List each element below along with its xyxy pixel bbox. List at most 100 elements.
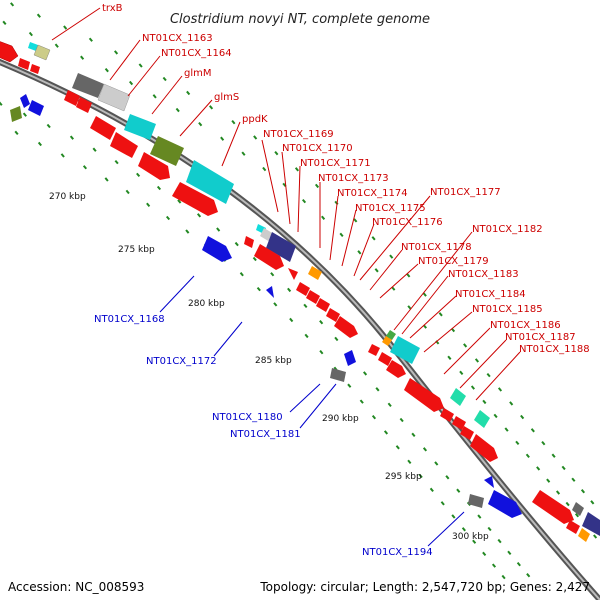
gene-label-nt01cx-1164[interactable]: NT01CX_1164 [161,48,232,59]
gene-khaki[interactable] [33,44,51,61]
forward-strand-genes [0,40,600,542]
gene-red[interactable] [138,152,170,180]
label-leaders [51,7,521,547]
gene-red[interactable] [460,426,474,440]
gene-red[interactable] [254,244,284,270]
track-dot [186,90,191,96]
gene-red[interactable] [244,236,254,248]
gene-cyan[interactable] [390,336,420,364]
track-dot [445,475,450,480]
gene-red[interactable] [378,352,392,366]
gene-aquamarine[interactable] [450,388,466,406]
track-dot [319,349,324,355]
gene-label-nt01cx-1175[interactable]: NT01CX_1175 [355,203,426,214]
gene-label-nt01cx-1172[interactable]: NT01CX_1172 [146,356,217,367]
gene-blue[interactable] [20,94,30,108]
gene-red[interactable] [334,316,358,338]
gene-red[interactable] [296,282,310,296]
track-dot [146,202,151,207]
gene-label-nt01cx-1171[interactable]: NT01CX_1171 [300,158,371,169]
gene-label-nt01cx-1187[interactable]: NT01CX_1187 [505,332,576,343]
gene-red[interactable] [452,416,466,430]
gene-blue[interactable] [488,490,522,518]
gene-blue[interactable] [202,236,232,262]
gene-green[interactable] [386,330,396,340]
track-dot [241,151,246,156]
gene-darkgray[interactable] [468,494,484,508]
gene-red[interactable] [306,290,320,304]
gene-label-nt01cx-1174[interactable]: NT01CX_1174 [337,188,408,199]
track-dot [63,25,68,30]
gene-cyan[interactable] [186,160,234,204]
gene-label-nt01cx-1183[interactable]: NT01CX_1183 [448,269,519,280]
gene-blue[interactable] [484,476,494,488]
gene-label-nt01cx-1188[interactable]: NT01CX_1188 [519,344,590,355]
track-dot [0,101,3,106]
gene-label-nt01cx-1181[interactable]: NT01CX_1181 [230,429,301,440]
gene-label-trxb[interactable]: trxB [102,3,123,14]
gene-red[interactable] [172,182,218,216]
gene-label-nt01cx-1185[interactable]: NT01CX_1185 [472,304,543,315]
gene-label-nt01cx-1173[interactable]: NT01CX_1173 [318,173,389,184]
gene-navy[interactable] [266,232,296,262]
gene-darkgray[interactable] [330,368,346,382]
gene-label-glmm[interactable]: glmM [184,68,212,79]
gene-label-nt01cx-1178[interactable]: NT01CX_1178 [401,242,472,253]
gene-label-nt01cx-1179[interactable]: NT01CX_1179 [418,256,489,267]
gene-silver[interactable] [97,83,131,112]
gene-orange[interactable] [308,266,322,280]
gene-darkgray[interactable] [72,73,104,98]
gene-label-nt01cx-1176[interactable]: NT01CX_1176 [372,217,443,228]
gene-label-nt01cx-1177[interactable]: NT01CX_1177 [430,187,501,198]
gene-label-glms[interactable]: glmS [214,92,239,103]
gene-red[interactable] [110,132,138,158]
gene-label-ppdk[interactable]: ppdK [242,114,268,125]
track-dot [459,370,464,376]
gene-label-nt01cx-1163[interactable]: NT01CX_1163 [142,33,213,44]
gene-olive[interactable] [10,106,22,122]
gene-red[interactable] [440,408,454,422]
gene-label-nt01cx-1182[interactable]: NT01CX_1182 [472,224,543,235]
gene-blue[interactable] [266,286,274,298]
gene-label-nt01cx-1194[interactable]: NT01CX_1194 [362,547,433,558]
gene-aquamarine[interactable] [474,410,490,428]
gene-red[interactable] [470,434,498,462]
gene-red[interactable] [316,298,330,312]
gene-blue[interactable] [344,350,356,366]
track-dot [239,272,244,277]
track-dot [482,399,487,405]
gene-red[interactable] [288,268,298,280]
track-dot [530,428,535,433]
gene-orange[interactable] [382,336,392,346]
gene-red[interactable] [18,58,30,70]
gene-label-nt01cx-1170[interactable]: NT01CX_1170 [282,143,353,154]
gene-cyan[interactable] [28,42,38,51]
gene-label-nt01cx-1184[interactable]: NT01CX_1184 [455,289,526,300]
gene-blue[interactable] [28,100,44,116]
gene-label-nt01cx-1180[interactable]: NT01CX_1180 [212,412,283,423]
gene-red[interactable] [368,344,380,356]
gene-label-nt01cx-1169[interactable]: NT01CX_1169 [263,129,334,140]
gene-red[interactable] [386,360,406,378]
track-dot [136,172,141,178]
gene-red[interactable] [532,490,574,524]
track-dot [461,527,466,532]
gene-cyan[interactable] [124,114,156,140]
track-dot [440,501,445,506]
gene-red[interactable] [404,378,444,412]
track-dot [2,20,7,26]
gene-red[interactable] [30,64,40,74]
gene-red[interactable] [90,116,116,140]
gene-red[interactable] [326,308,340,322]
track-dot [470,385,476,390]
gene-label-nt01cx-1186[interactable]: NT01CX_1186 [490,320,561,331]
gene-label-nt01cx-1168[interactable]: NT01CX_1168 [94,314,165,325]
gene-red[interactable] [64,90,80,106]
gene-orange[interactable] [578,528,590,542]
gene-red[interactable] [0,40,19,63]
gene-darkgray[interactable] [572,502,584,516]
gene-navy[interactable] [582,512,600,536]
gene-olive[interactable] [150,136,184,166]
gene-red[interactable] [76,97,92,113]
gene-red[interactable] [566,520,580,534]
